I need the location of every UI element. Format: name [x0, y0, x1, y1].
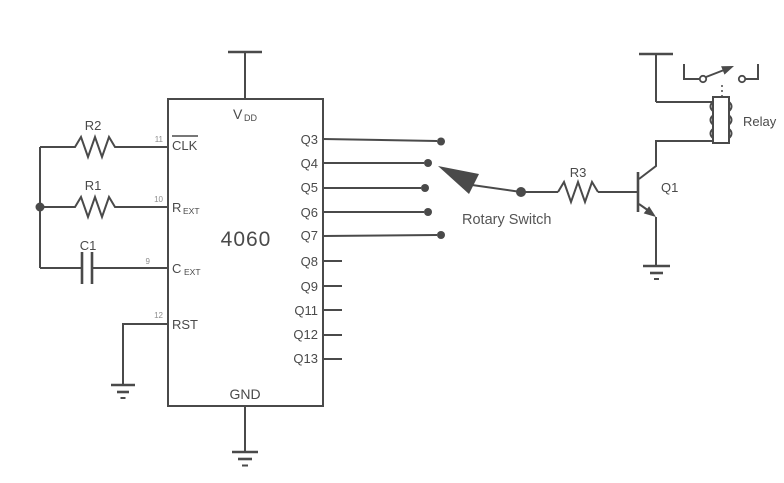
q7-wire	[322, 234, 438, 237]
wiper-arrowhead	[438, 166, 479, 194]
unused-output-stubs	[323, 260, 342, 360]
rst-wire	[122, 323, 168, 384]
c1-label: C1	[80, 238, 97, 253]
q9-pin-label: Q9	[301, 279, 318, 294]
q4-pin-label: Q4	[301, 156, 318, 171]
resistor-r2	[40, 133, 168, 161]
q3-pin-label: Q3	[301, 132, 318, 147]
contact-blade-arrowhead	[721, 66, 734, 75]
vdd-label: V	[233, 106, 243, 122]
cext-pin-label-subscript: EXT	[184, 267, 201, 277]
relay-label: Relay	[743, 114, 777, 129]
pin-number-11: 11	[155, 135, 164, 144]
pin-number-9: 9	[146, 257, 151, 266]
ic-left-pin-labels: CLK 11 R EXT 10 C EXT 9 RST 12	[146, 135, 201, 332]
collector-wire	[638, 140, 713, 180]
q5-contact-dot	[421, 184, 429, 192]
q1-label: Q1	[661, 180, 678, 195]
rotary-switch-label: Rotary Switch	[462, 212, 551, 228]
contact-blade	[705, 69, 725, 78]
rst-pin-label: RST	[172, 317, 198, 332]
wiper-blade	[471, 184, 522, 193]
rext-pin-label: R	[172, 200, 181, 215]
q6-contact-dot	[424, 208, 432, 216]
contact-right-terminal	[745, 64, 759, 80]
transistor-q1: Q1	[636, 140, 713, 280]
contact-right-circle	[737, 74, 747, 84]
q7-pin-label: Q7	[301, 228, 318, 243]
q4-contact-dot	[424, 159, 432, 167]
r2-label: R2	[85, 118, 102, 133]
q7-contact-dot	[437, 231, 445, 239]
ic-ground	[232, 406, 258, 467]
gnd-label: GND	[229, 386, 260, 402]
cext-pin-label: C	[172, 261, 181, 276]
pole-dot	[516, 187, 526, 197]
contact-pivot-circle	[698, 74, 708, 84]
rotary-contact-wires	[322, 137, 445, 239]
resistor-r1	[40, 193, 168, 221]
contact-left-terminal	[683, 64, 699, 80]
ic-part-number: 4060	[221, 228, 272, 251]
oscillator-network: R2 R1 C1	[35, 118, 168, 284]
vdd-label-subscript: DD	[244, 113, 257, 123]
q5-pin-label: Q5	[301, 180, 318, 195]
r3-label: R3	[570, 165, 587, 180]
pin-number-10: 10	[154, 195, 163, 204]
q8-pin-label: Q8	[301, 254, 318, 269]
base-resistor-net: R3	[525, 165, 637, 206]
rext-pin-label-subscript: EXT	[183, 206, 200, 216]
q12-pin-label: Q12	[293, 327, 318, 342]
q3-contact-dot	[437, 137, 445, 146]
q6-pin-label: Q6	[301, 205, 318, 220]
reset-ground-net	[111, 323, 168, 399]
r1-label: R1	[85, 178, 102, 193]
q11-pin-label: Q11	[294, 303, 318, 318]
ic-right-pin-labels: Q3 Q4 Q5 Q6 Q7 Q8 Q9 Q11 Q12 Q13	[293, 132, 318, 366]
q13-pin-label: Q13	[293, 351, 318, 366]
clk-pin-label: CLK	[172, 138, 198, 153]
pin-number-12: 12	[154, 311, 163, 320]
q3-wire	[322, 138, 438, 142]
vdd-power-rail	[228, 50, 262, 99]
relay-coil-body	[712, 96, 730, 144]
emitter-arrowhead	[643, 206, 656, 217]
rotary-switch: Rotary Switch	[438, 166, 551, 228]
relay-branch: Relay	[639, 52, 777, 144]
resistor-r3	[557, 178, 599, 206]
